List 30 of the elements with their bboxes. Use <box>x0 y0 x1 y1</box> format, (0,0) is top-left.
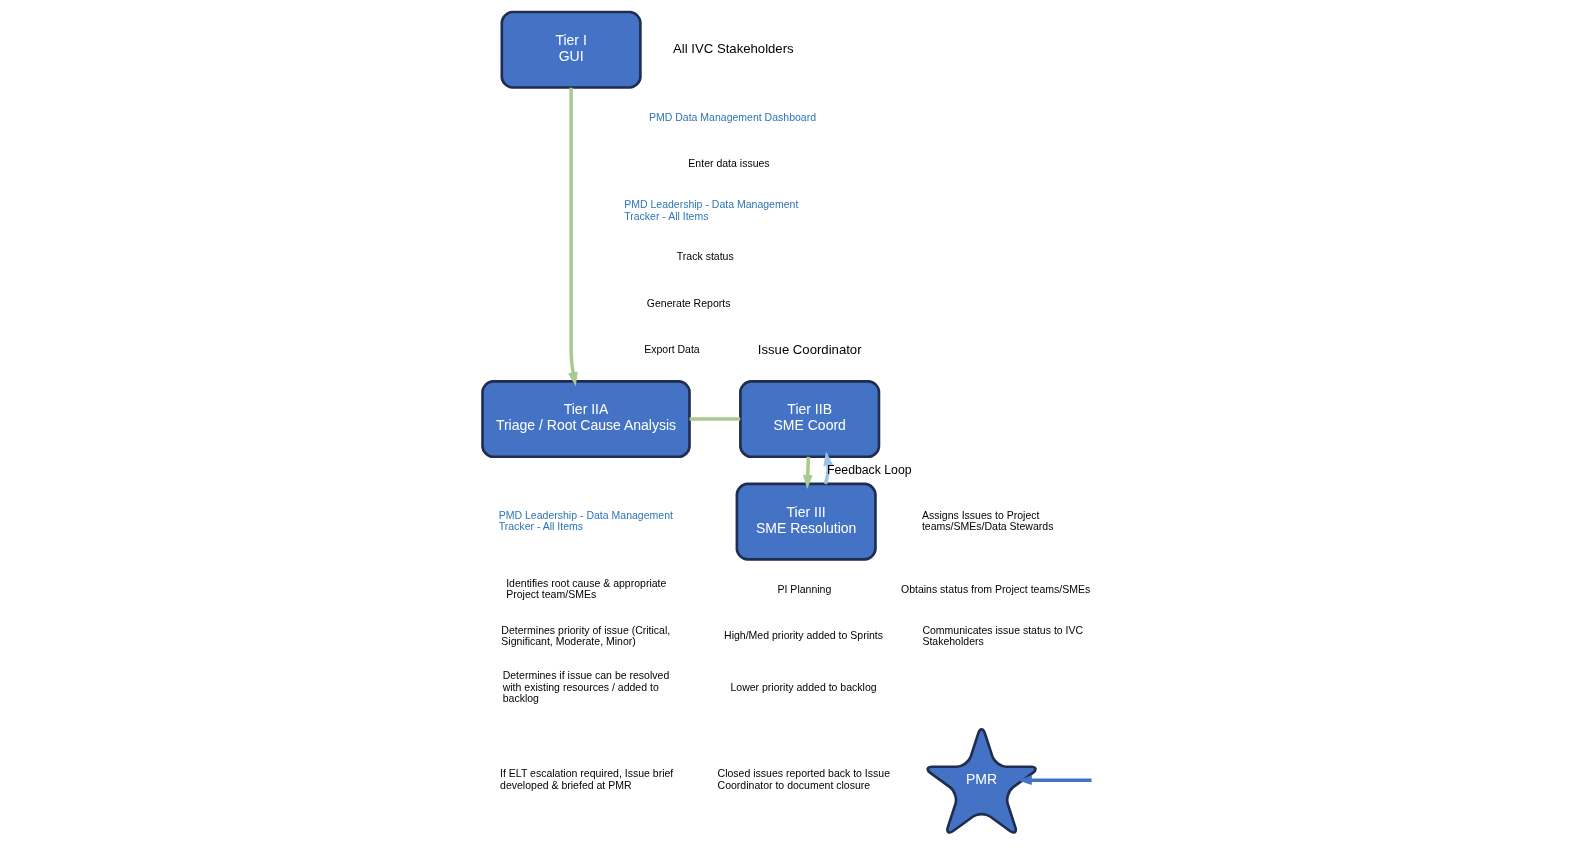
edge-label: Feedback Loop <box>827 462 912 477</box>
label: Generate Reports <box>646 296 731 309</box>
label: If ELT escalation required, Issue brief developed & briefed at PMR <box>500 767 674 791</box>
node-box: Tier IIB SME Coord <box>739 380 881 459</box>
label: Lower priority added to backlog <box>730 680 877 693</box>
label: Determines priority of issue (Critical, Significant, Moderate, Minor) <box>501 623 671 647</box>
label: Track status <box>676 250 734 263</box>
arrow <box>823 451 834 485</box>
label: Determines if issue can be resolved with existing resources / added to backlog <box>502 669 670 704</box>
connector <box>689 417 741 421</box>
label: PMD Leadership - Data Management Tracker - All Items <box>624 198 799 222</box>
label: Closed issues reported back to Issue Coordinator to document closure <box>717 767 891 791</box>
label: Assigns Issues to Project teams/SMEs/Data Stewards <box>921 508 1054 533</box>
label: High/Med priority added to Sprints <box>724 629 884 642</box>
arrow <box>1017 775 1092 786</box>
label: Identifies root cause & appropriate Project team/SMEs <box>506 577 667 601</box>
label: Enter data issues <box>688 157 770 170</box>
arrow <box>802 456 813 490</box>
node-box: Tier I GUI <box>500 10 642 89</box>
label: Issue Coordinator <box>757 341 862 357</box>
node-box: Tier IIA Triage / Root Cause Analysis <box>481 380 691 459</box>
label: Obtains status from Project teams/SMEs <box>900 582 1091 595</box>
label: PMD Leadership - Data Management Tracker - All Items <box>498 508 673 533</box>
arrow <box>568 87 578 387</box>
label: Export Data <box>644 343 700 356</box>
label: Communicates issue status to IVC Stakeholders <box>922 623 1084 647</box>
label: PMD Data Management Dashboard <box>648 110 817 123</box>
node-box: Tier III SME Resolution <box>735 482 877 561</box>
label: All IVC Stakeholders <box>673 40 794 56</box>
label: PI Planning <box>777 582 832 595</box>
